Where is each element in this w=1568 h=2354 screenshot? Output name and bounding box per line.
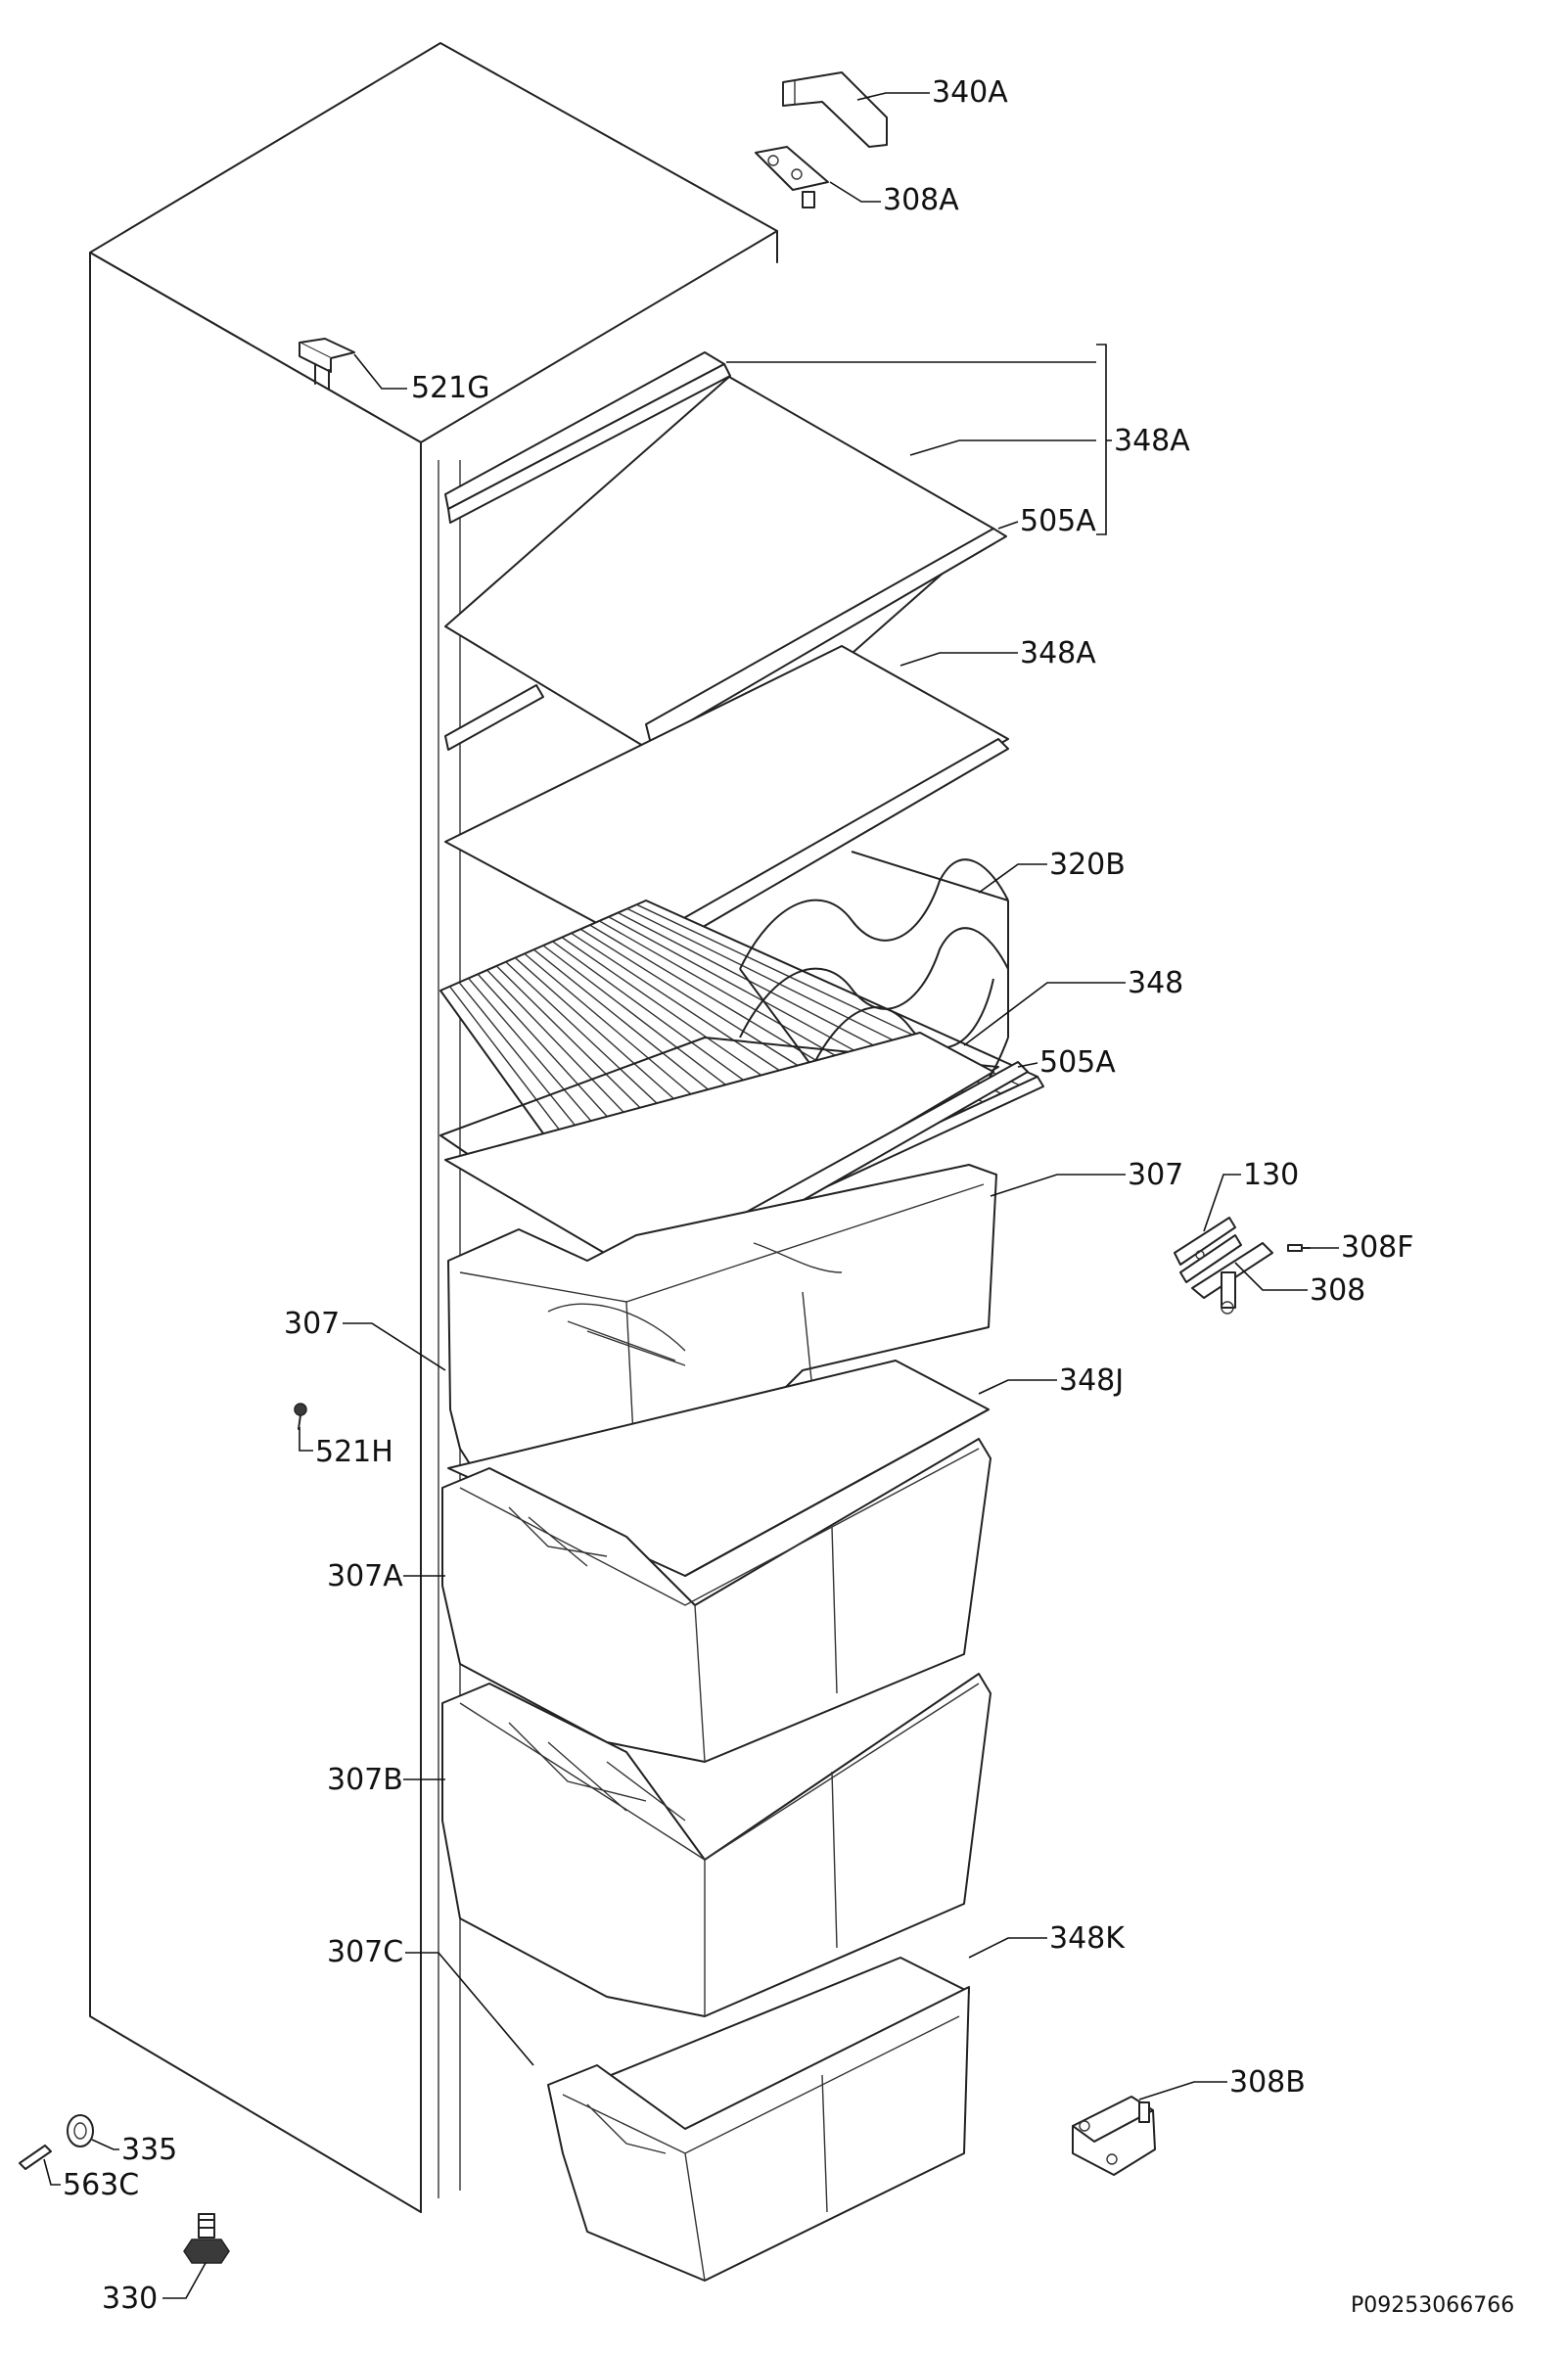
label-308: 308 — [1310, 1273, 1365, 1308]
label-330: 330 — [102, 2282, 158, 2316]
label-308b: 308B — [1229, 2065, 1306, 2100]
label-348: 348 — [1128, 966, 1183, 1000]
label-348a-middle: 348A — [1020, 636, 1096, 670]
label-320b: 320B — [1049, 848, 1126, 882]
label-307c: 307C — [327, 1935, 403, 1969]
drawer-307a — [441, 1438, 992, 1763]
part-521h-screw — [294, 1403, 307, 1430]
part-335-spacer — [67, 2114, 94, 2147]
glass-shelf-348a-middle — [444, 645, 1009, 958]
label-348a-top: 348A — [1114, 424, 1190, 458]
part-330-adjustable-foot — [183, 2213, 230, 2264]
label-307-right: 307 — [1128, 1158, 1183, 1192]
label-307b: 307B — [327, 1763, 403, 1797]
label-521h: 521H — [315, 1435, 393, 1469]
label-563c: 563C — [63, 2168, 139, 2202]
drawing-reference-number: P09253066766 — [1351, 2293, 1514, 2318]
part-308a-top-hinge — [755, 146, 829, 208]
label-340a: 340A — [932, 75, 1008, 110]
part-308-lower-hinge — [1191, 1242, 1273, 1315]
part-308f-pin — [1287, 1244, 1311, 1252]
fridge-cabinet — [89, 42, 778, 2213]
drawer-307c — [547, 1986, 970, 2282]
part-308b-bottom-hinge — [1072, 2096, 1156, 2176]
glass-shelf-348a-top — [444, 351, 1007, 784]
label-521g: 521G — [411, 371, 490, 405]
label-307a: 307A — [327, 1559, 403, 1593]
label-308f: 308F — [1341, 1230, 1414, 1265]
part-563c-pin — [19, 2145, 52, 2170]
label-348k: 348K — [1049, 1921, 1126, 1956]
label-307-left: 307 — [284, 1307, 340, 1341]
label-308a: 308A — [883, 183, 959, 217]
label-505a-lower: 505A — [1039, 1045, 1116, 1080]
part-labels: 340A 308A 521G 348A 505A 348A 320B 348 5… — [63, 75, 1514, 2318]
part-340a-hinge-cover — [782, 71, 888, 148]
part-130-hinge-plate — [1174, 1217, 1242, 1283]
drawer-307b — [441, 1673, 992, 2017]
label-335: 335 — [121, 2133, 177, 2167]
part-521g-switch — [299, 338, 355, 391]
label-130: 130 — [1243, 1158, 1299, 1192]
label-348j: 348J — [1059, 1363, 1124, 1398]
label-505a-top: 505A — [1020, 504, 1096, 538]
leader-lines — [43, 92, 1339, 2299]
